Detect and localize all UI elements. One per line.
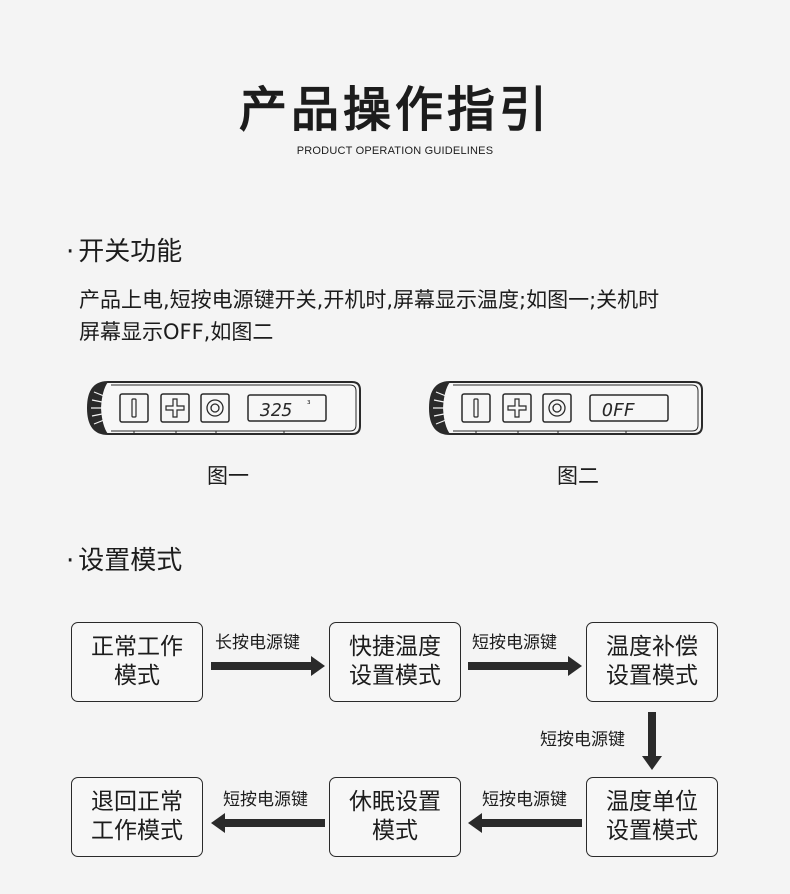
lcd-display xyxy=(589,394,669,422)
control-panel-graphic: 325 ³ xyxy=(86,381,361,435)
target-icon xyxy=(200,393,230,423)
section-switch-function: ·开关功能 xyxy=(66,236,182,268)
section-bullet: · xyxy=(66,237,75,267)
arrow-down-icon xyxy=(642,712,662,770)
flow-box-line: 温度补偿 xyxy=(606,634,698,660)
arrow-left-icon xyxy=(468,813,582,833)
flow-box-sleep-mode: 休眠设置模式 xyxy=(329,777,461,857)
flow-box-line: 设置模式 xyxy=(606,818,698,844)
flow-box-line: 温度单位 xyxy=(606,789,698,815)
flow-box-line: 退回正常 xyxy=(91,789,183,815)
lcd-display-unit: ³ xyxy=(306,400,311,410)
control-panel-graphic: OFF xyxy=(428,381,703,435)
arrow-right-icon xyxy=(211,656,325,676)
arrow-label: 短按电源键 xyxy=(540,730,625,750)
arrow-label: 短按电源键 xyxy=(482,790,567,810)
flow-box-line: 设置模式 xyxy=(606,663,698,689)
power-icon xyxy=(119,393,149,423)
section-bullet: · xyxy=(66,546,75,576)
page-title: 产品操作指引 xyxy=(238,82,551,138)
figure-2-caption: 图二 xyxy=(557,464,599,488)
flow-box-temp-unit-mode: 温度单位设置模式 xyxy=(586,777,718,857)
plus-icon xyxy=(502,393,532,423)
flow-box-normal-mode: 正常工作模式 xyxy=(71,622,203,702)
arrow-label: 长按电源键 xyxy=(215,633,300,653)
flow-box-line: 休眠设置 xyxy=(349,789,441,815)
flow-box-line: 工作模式 xyxy=(91,818,183,844)
section-setting-mode: ·设置模式 xyxy=(66,545,182,577)
control-panel-figure-2: OFF xyxy=(426,378,706,438)
flow-box-line: 正常工作 xyxy=(91,634,183,660)
description-line: 产品上电,短按电源键开关,开机时,屏幕显示温度;如图一;关机时 xyxy=(79,288,660,312)
flow-box-return-normal-mode: 退回正常工作模式 xyxy=(71,777,203,857)
flow-box-temp-compensation-mode: 温度补偿设置模式 xyxy=(586,622,718,702)
flow-box-line: 设置模式 xyxy=(349,663,441,689)
lcd-display xyxy=(247,394,327,422)
section-heading: 开关功能 xyxy=(78,237,183,267)
arrow-label: 短按电源键 xyxy=(223,790,308,810)
figure-1-caption: 图一 xyxy=(207,464,249,488)
page-subtitle: PRODUCT OPERATION GUIDELINES xyxy=(296,145,494,157)
switch-description: 产品上电,短按电源键开关,开机时,屏幕显示温度;如图一;关机时 屏幕显示OFF,… xyxy=(79,284,759,348)
plus-icon xyxy=(160,393,190,423)
flow-box-line: 快捷温度 xyxy=(349,634,441,660)
lcd-display-value: 325 xyxy=(259,400,293,421)
power-icon xyxy=(461,393,491,423)
control-panel-figure-1: 325 ³ xyxy=(84,378,364,438)
arrow-left-icon xyxy=(211,813,325,833)
lcd-display-value: OFF xyxy=(602,400,636,421)
arrow-label: 短按电源键 xyxy=(472,633,557,653)
flow-box-quick-temp-mode: 快捷温度设置模式 xyxy=(329,622,461,702)
section-heading: 设置模式 xyxy=(78,546,183,576)
description-line: 屏幕显示OFF,如图二 xyxy=(79,320,274,344)
flow-box-line: 模式 xyxy=(114,663,160,689)
arrow-right-icon xyxy=(468,656,582,676)
target-icon xyxy=(542,393,572,423)
flow-box-line: 模式 xyxy=(372,818,418,844)
